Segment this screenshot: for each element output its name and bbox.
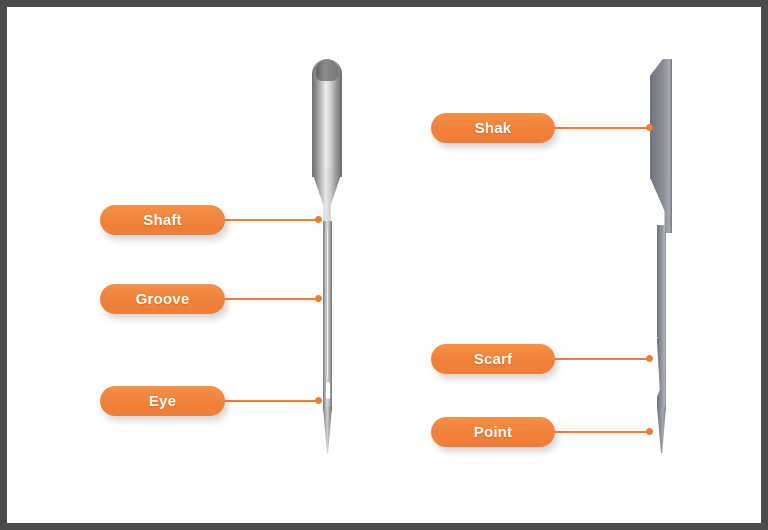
leader-dot-groove [315, 295, 322, 302]
leader-line-shank [555, 127, 651, 129]
callout-shank[interactable]: Shak [431, 113, 565, 143]
callout-eye[interactable]: Eye [100, 386, 235, 416]
leader-line-shaft [225, 219, 320, 221]
callout-shaft[interactable]: Shaft [100, 205, 235, 235]
leader-dot-point [646, 428, 653, 435]
left-needle-eye [326, 382, 330, 399]
leader-line-groove [225, 298, 320, 300]
callout-scarf[interactable]: Scarf [431, 344, 565, 374]
callout-groove[interactable]: Groove [100, 284, 235, 314]
right-needle-scarf-lower [657, 389, 666, 409]
left-needle-groove [327, 229, 328, 379]
right-needle-shaft [657, 225, 666, 337]
diagram-stage: Shaft Groove Eye Shak Scarf [7, 7, 761, 523]
left-needle-point [323, 407, 332, 453]
leader-dot-shaft [315, 216, 322, 223]
callout-label-point: Point [473, 423, 513, 441]
callout-label-shank: Shak [474, 119, 512, 137]
leader-line-eye [225, 400, 320, 402]
callout-label-groove: Groove [135, 290, 190, 308]
right-needle-point [657, 407, 666, 453]
callout-label-scarf: Scarf [473, 350, 513, 368]
leader-dot-shank [646, 124, 653, 131]
callout-point[interactable]: Point [431, 417, 565, 447]
callout-label-eye: Eye [148, 392, 177, 410]
leader-dot-scarf [646, 355, 653, 362]
leader-line-scarf [555, 358, 651, 360]
right-needle-scarf-upper [657, 335, 666, 391]
callout-label-shaft: Shaft [143, 211, 182, 229]
left-needle-shank-top [316, 59, 338, 81]
leader-line-point [555, 431, 651, 433]
right-needle-shank [650, 59, 672, 179]
leader-dot-eye [315, 397, 322, 404]
